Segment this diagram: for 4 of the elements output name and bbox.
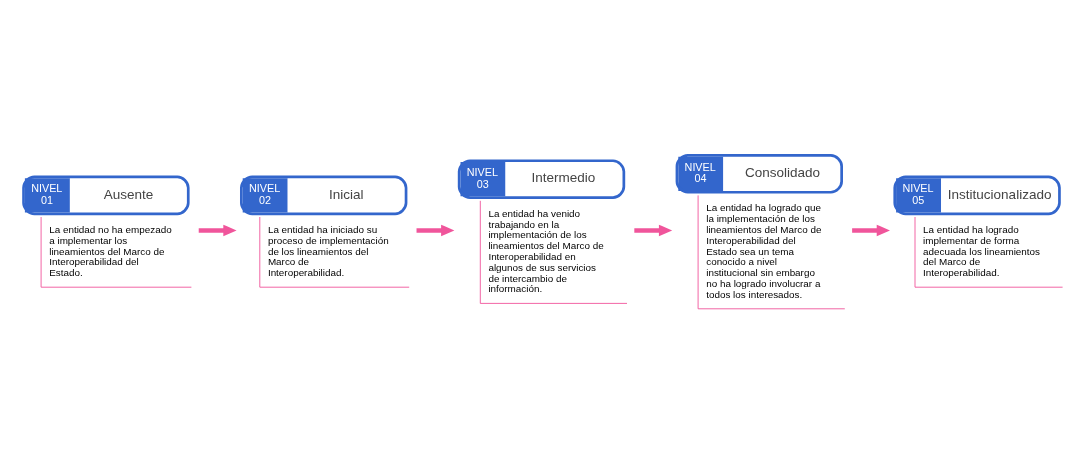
arrow bbox=[198, 224, 237, 236]
arrow bbox=[416, 224, 455, 236]
arrow bbox=[852, 224, 890, 236]
arrow bbox=[634, 224, 673, 236]
